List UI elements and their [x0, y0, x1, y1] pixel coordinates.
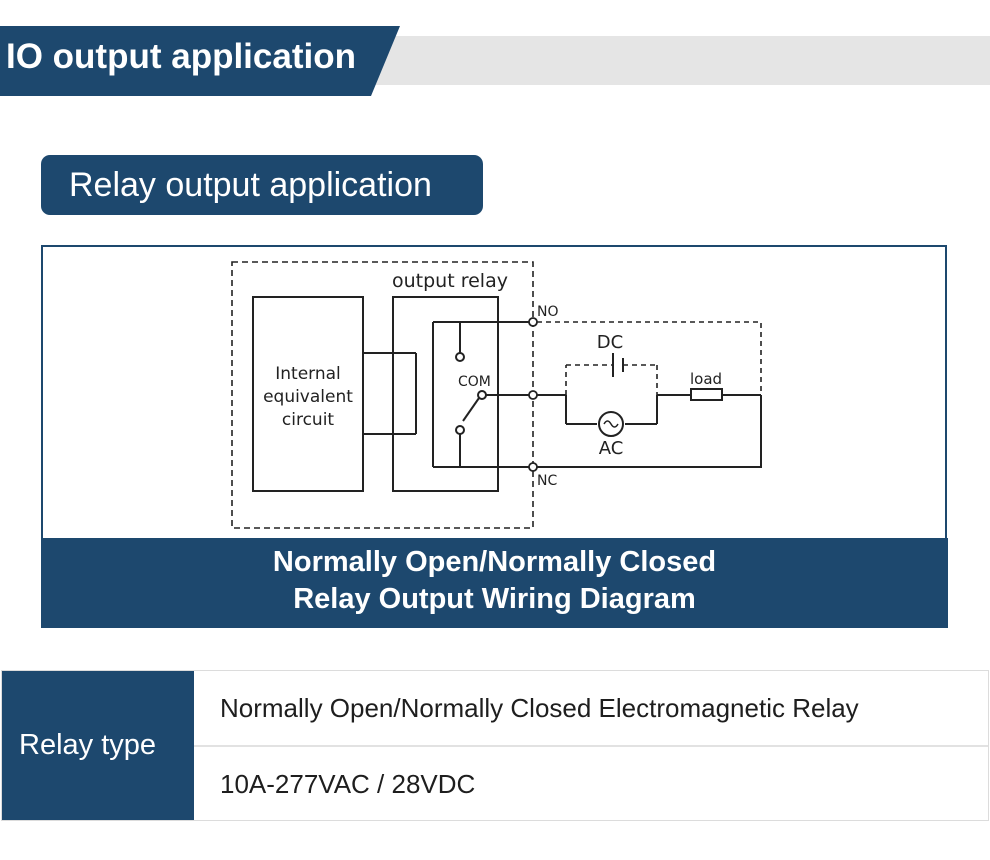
relay-spec-table: Relay type Normally Open/Normally Closed… [1, 670, 989, 821]
ac-label: AC [599, 438, 624, 459]
nc-contact [455, 425, 465, 435]
spec-label: Relay type [19, 729, 157, 761]
spec-value: 10A-277VAC / 28VDC [220, 769, 476, 799]
switch-blade [462, 397, 480, 422]
com-terminal-label: COM [458, 374, 491, 390]
wiring-diagram: output relay Internal equivalent circuit… [231, 261, 762, 529]
caption-line-2: Relay Output Wiring Diagram [293, 583, 696, 615]
load-resistor [690, 388, 723, 401]
no-terminal-label: NO [537, 304, 559, 320]
terminal-nc [528, 462, 538, 472]
output-relay-label: output relay [392, 270, 508, 292]
nc-terminal-label: NC [537, 473, 557, 489]
no-wire [537, 321, 762, 395]
section-title: IO output application [6, 37, 356, 76]
table-row: 10A-277VAC / 28VDC [194, 747, 988, 820]
circuit-label-line1: Internal [275, 364, 341, 384]
no-contact [455, 352, 465, 362]
load-label: load [690, 370, 722, 388]
nc-wire [537, 395, 762, 468]
subsection-title: Relay output application [69, 166, 432, 204]
section-header-band [0, 26, 990, 96]
terminal-no [528, 317, 538, 327]
spec-value: Normally Open/Normally Closed Electromag… [220, 693, 859, 723]
circuit-label-line3: circuit [282, 410, 335, 430]
dc-label: DC [597, 332, 623, 353]
table-row: Normally Open/Normally Closed Electromag… [194, 671, 988, 747]
circuit-label-line2: equivalent [263, 387, 353, 407]
com-contact [477, 390, 487, 400]
diagram-caption: Normally Open/Normally Closed Relay Outp… [41, 538, 948, 628]
spec-label-cell: Relay type [2, 671, 194, 820]
subsection-heading: Relay output application [41, 155, 483, 215]
terminal-com [528, 390, 538, 400]
caption-line-1: Normally Open/Normally Closed [272, 546, 717, 578]
internal-circuit-box [252, 296, 364, 492]
